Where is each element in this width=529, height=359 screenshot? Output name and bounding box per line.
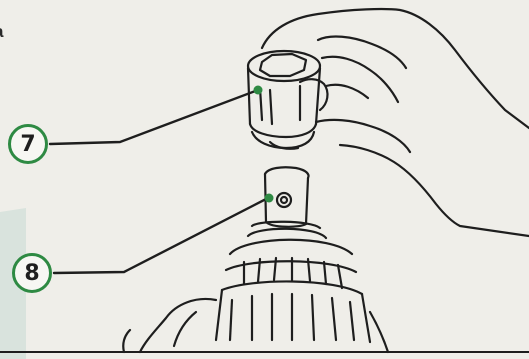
callout-7: 7 — [8, 124, 48, 164]
socket-icon — [248, 51, 320, 148]
callout-dot-7 — [254, 86, 263, 95]
leader-line-7 — [50, 90, 258, 144]
callout-dot-8 — [265, 194, 274, 203]
leader-lines — [50, 90, 268, 273]
leader-line-8 — [54, 198, 268, 273]
drill-chuck-icon — [123, 167, 388, 352]
callout-8: 8 — [12, 253, 52, 293]
hand-icon — [262, 9, 529, 236]
callout-number-7: 7 — [20, 132, 35, 157]
callout-number-8: 8 — [24, 261, 39, 286]
